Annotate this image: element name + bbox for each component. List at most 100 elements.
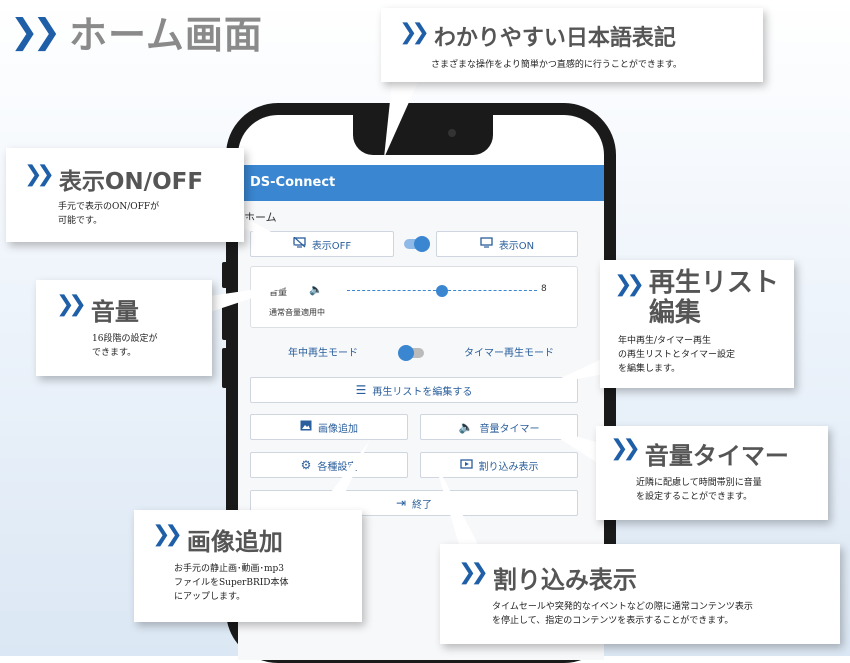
volume-label: 音量 [269, 288, 288, 298]
app-bar: DS-Connect [238, 165, 604, 201]
chevron-icon: ❯❯ [458, 560, 489, 585]
pointer-playlist [546, 358, 604, 385]
callout-desc: さまざまな操作をより簡単かつ直感的に行うことができます。 [431, 60, 682, 70]
callout-title-row: ❯❯ 音量タイマー [610, 436, 789, 471]
image-add-label: 画像追加 [318, 423, 358, 435]
interrupt-button[interactable]: 割り込み表示 [420, 452, 578, 478]
callout-desc: 年中再生/タイマー再生 の再生リストとタイマー設定 を編集します。 [618, 334, 735, 376]
page-heading: ❯❯ ホーム画面 [10, 4, 263, 59]
callout-desc-line: を停止して、指定のコンテンツを表示することができます。 [492, 616, 734, 626]
display-off-button[interactable]: 表示OFF [250, 231, 394, 257]
volume-status: 通常音量適用中 [269, 308, 325, 317]
interrupt-label: 割り込み表示 [478, 461, 539, 473]
chevron-icon: ❯❯ [399, 20, 430, 45]
callout-playlist: ❯❯ 再生リスト 編集 年中再生/タイマー再生 の再生リストとタイマー設定 を編… [600, 260, 794, 388]
mode-timer-label: タイマー再生モード [464, 348, 554, 359]
callout-japanese: ❯❯ わかりやすい日本語表記 さまざまな操作をより簡単かつ直感的に行うことができ… [381, 8, 763, 82]
callout-desc: お手元の静止画･動画･mp3 ファイルをSuperBRID本体 にアップします。 [174, 562, 289, 604]
page-title: ホーム画面 [68, 13, 263, 57]
monitor-off-icon [293, 236, 306, 251]
tv-icon [459, 458, 473, 472]
callout-image-add: ❯❯ 画像追加 お手元の静止画･動画･mp3 ファイルをSuperBRID本体 … [134, 510, 362, 622]
image-icon [300, 420, 312, 434]
callout-desc: 近隣に配慮して時間帯別に音量 を設定することができます。 [636, 476, 762, 504]
display-toggle[interactable] [404, 236, 430, 252]
callout-desc-line: タイムセールや突発的なイベントなどの際に通常コンテンツ表示 [492, 602, 753, 612]
volume-slider-thumb[interactable] [436, 285, 448, 297]
callout-title-line: 再生リスト [648, 268, 779, 298]
callout-desc: 16段階の設定が できます。 [92, 332, 157, 360]
display-off-label: 表示OFF [311, 240, 352, 252]
pointer-image-add [316, 440, 370, 512]
pointer-interrupt [434, 460, 480, 548]
toggle-knob [398, 345, 414, 361]
callout-desc-line: できます。 [92, 348, 137, 358]
speaker-icon: 🔈 [309, 283, 323, 296]
callout-title: 音量 [90, 298, 139, 326]
image-add-button[interactable]: 画像追加 [250, 414, 408, 440]
callout-title: 再生リスト 編集 [649, 268, 779, 328]
settings-label: 各種設定 [317, 461, 358, 473]
callout-title-row: ❯❯ 再生リスト 編集 [614, 268, 779, 328]
callout-title-line: 編集 [648, 298, 701, 328]
camera-icon [448, 129, 456, 137]
toggle-knob [414, 236, 430, 252]
callout-desc: 手元で表示のON/OFFが 可能です。 [58, 200, 159, 228]
callout-title: 表示ON/OFF [58, 169, 204, 195]
chevron-icon: ❯❯ [610, 436, 641, 461]
list-icon: ☰ [355, 383, 367, 397]
chevron-icon: ❯❯ [24, 162, 55, 187]
play-mode-toggle[interactable] [398, 345, 424, 361]
exit-label: 終了 [412, 499, 433, 511]
callout-title-row: ❯❯ 割り込み表示 [458, 560, 637, 595]
pointer-volume-timer [540, 426, 596, 462]
callout-desc-line: 可能です。 [58, 216, 103, 226]
callout-volume: ❯❯ 音量 16段階の設定が できます。 [36, 280, 212, 376]
callout-title: わかりやすい日本語表記 [433, 26, 676, 51]
phone-side-button [222, 262, 228, 288]
chevron-icon: ❯❯ [56, 292, 87, 317]
pointer-volume [210, 283, 298, 312]
phone-side-button [222, 300, 228, 340]
callout-title-row: ❯❯ 画像追加 [152, 522, 283, 557]
callout-title-row: ❯❯ 表示ON/OFF [24, 162, 203, 196]
callout-volume-timer: ❯❯ 音量タイマー 近隣に配慮して時間帯別に音量 を設定することができます。 [596, 426, 828, 520]
callout-desc-line: 手元で表示のON/OFFが [58, 202, 160, 212]
callout-desc-line: を設定することができます。 [636, 492, 753, 502]
speaker-icon: 🔈 [458, 420, 474, 434]
callout-title-row: ❯❯ 音量 [56, 292, 139, 327]
app-title: DS-Connect [250, 175, 336, 190]
phone-notch [353, 115, 493, 155]
display-on-label: 表示ON [498, 240, 535, 252]
callout-desc-line: 近隣に配慮して時間帯別に音量 [636, 478, 762, 488]
callout-desc-line: お手元の静止画･動画･mp3 [174, 564, 285, 574]
callout-desc-line: 年中再生/タイマー再生 [618, 336, 712, 346]
volume-timer-button[interactable]: 🔈 音量タイマー [420, 414, 578, 440]
phone-side-button [222, 348, 228, 388]
callout-desc-line: 16段階の設定が [92, 334, 158, 344]
edit-playlist-label: 再生リストを編集する [372, 386, 473, 398]
chevron-icon: ❯❯ [152, 522, 183, 547]
gear-icon: ⚙ [300, 458, 312, 472]
edit-playlist-button[interactable]: ☰ 再生リストを編集する [250, 377, 578, 403]
callout-display: ❯❯ 表示ON/OFF 手元で表示のON/OFFが 可能です。 [6, 148, 244, 242]
exit-icon: ⇥ [395, 496, 407, 510]
monitor-icon [480, 237, 493, 251]
callout-title: 画像追加 [186, 528, 283, 556]
mode-yearround-label: 年中再生モード [288, 348, 358, 359]
volume-timer-label: 音量タイマー [479, 423, 540, 435]
callout-desc-line: ファイルをSuperBRID本体 [174, 578, 289, 588]
pointer-japanese [384, 82, 418, 158]
display-on-button[interactable]: 表示ON [436, 231, 578, 257]
volume-value: 8 [541, 284, 547, 294]
callout-title-row: ❯❯ わかりやすい日本語表記 [399, 20, 676, 52]
chevron-icon: ❯❯ [10, 11, 61, 52]
chevron-icon: ❯❯ [614, 272, 645, 297]
callout-desc-line: を編集します。 [618, 364, 681, 374]
callout-interrupt: ❯❯ 割り込み表示 タイムセールや突発的なイベントなどの際に通常コンテンツ表示 … [440, 544, 840, 644]
screen-label: ホーム [244, 211, 277, 224]
volume-slider-track[interactable] [347, 285, 537, 297]
settings-button[interactable]: ⚙ 各種設定 [250, 452, 408, 478]
callout-desc: タイムセールや突発的なイベントなどの際に通常コンテンツ表示 を停止して、指定のコ… [492, 600, 753, 628]
